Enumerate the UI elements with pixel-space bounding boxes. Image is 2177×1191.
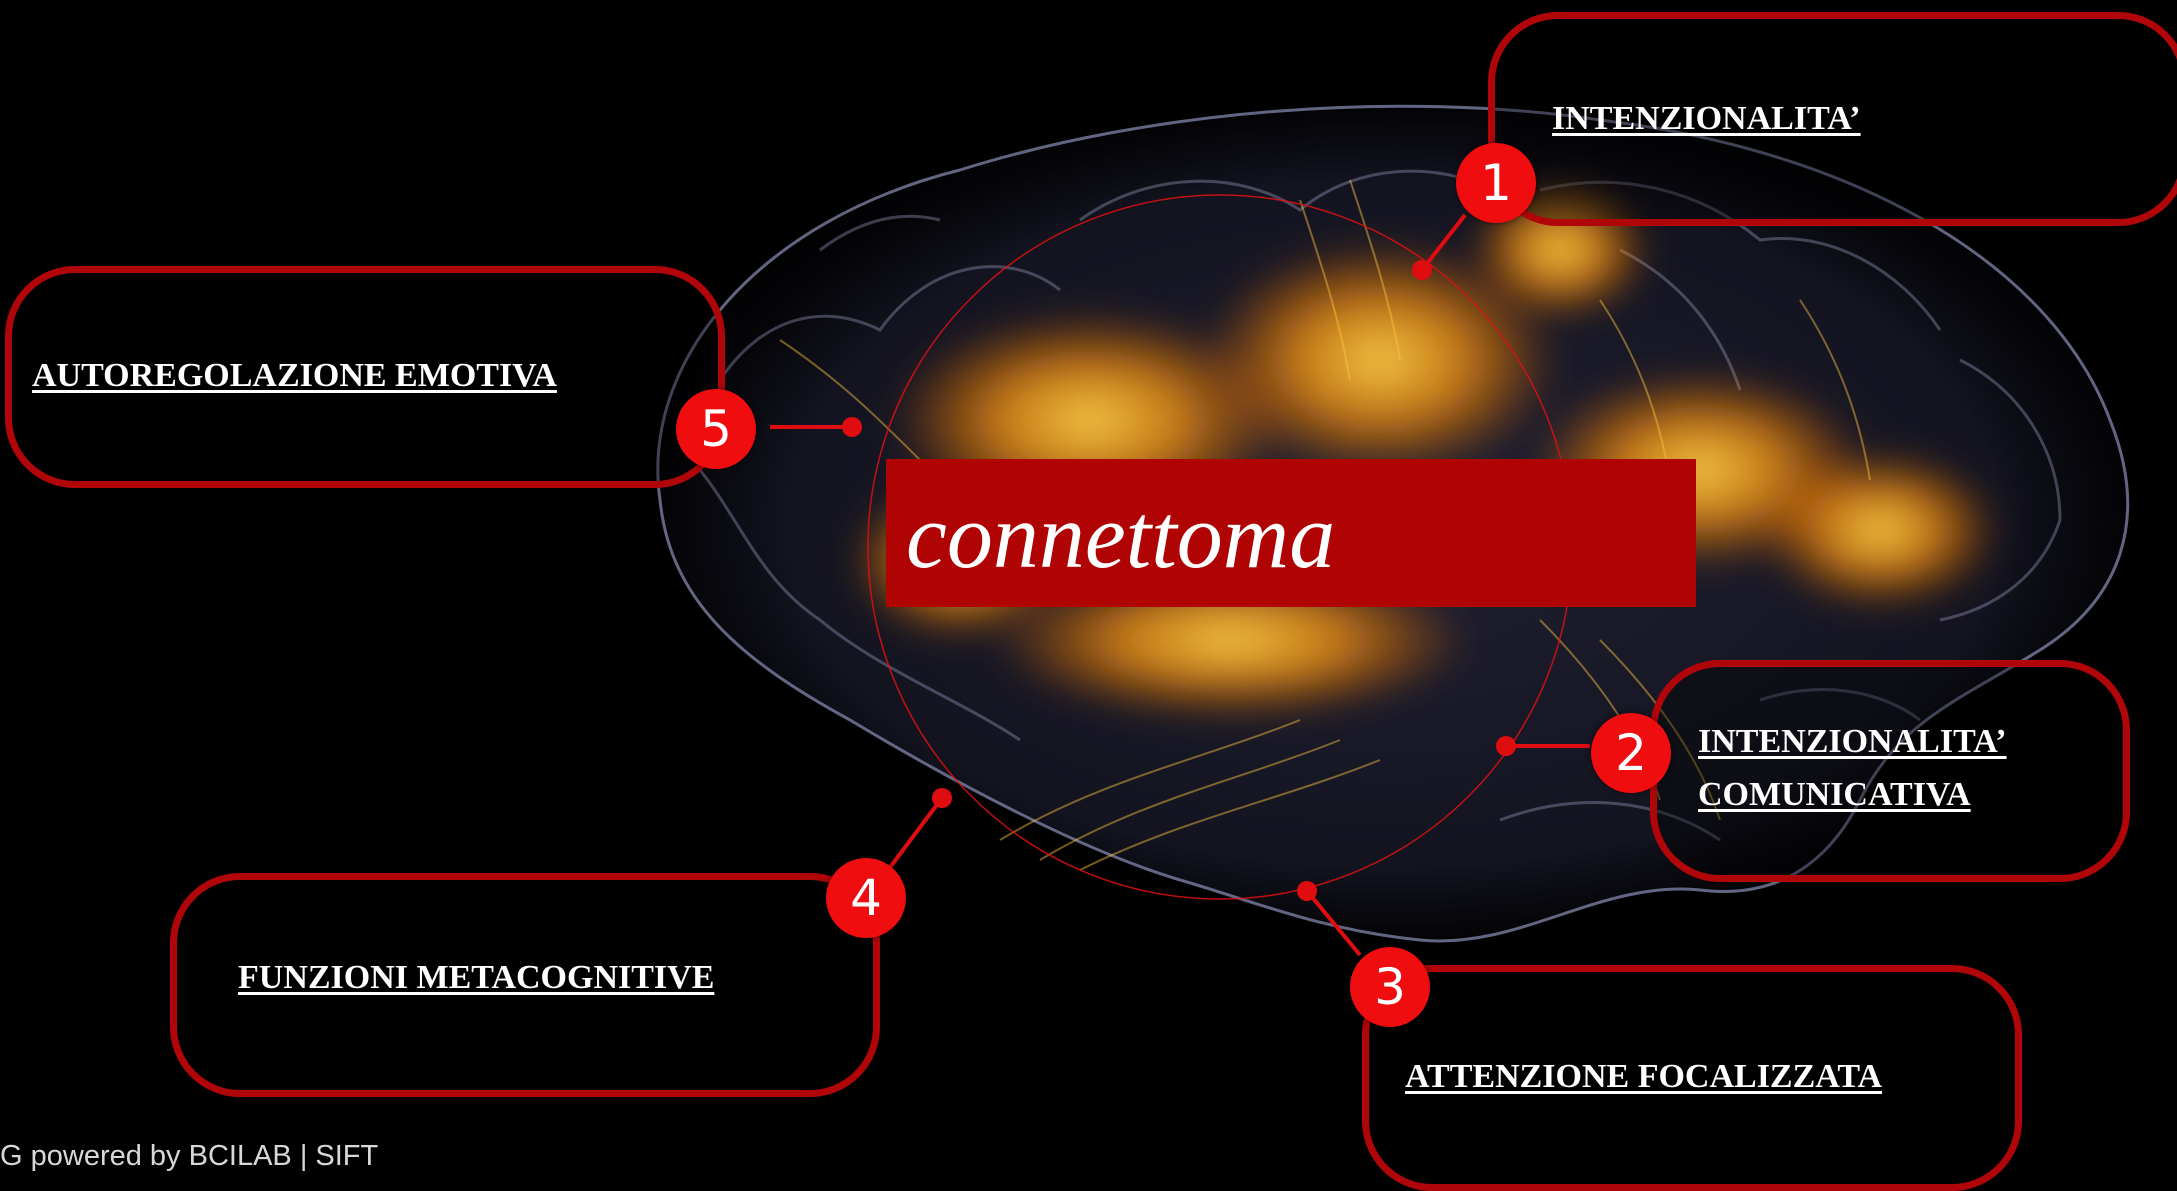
- node-badge-1: 1: [1456, 143, 1536, 223]
- node-label-3[interactable]: ATTENZIONE FOCALIZZATA: [1405, 1057, 1882, 1098]
- node-badge-3: 3: [1350, 947, 1430, 1027]
- footer-credit: G powered by BCILAB | SIFT: [0, 1140, 378, 1173]
- node-label-2-line1[interactable]: INTENZIONALITA’: [1698, 722, 2007, 763]
- node-badge-4: 4: [826, 858, 906, 938]
- node-label-1[interactable]: INTENZIONALITA’: [1552, 99, 1861, 140]
- node-label-4[interactable]: FUNZIONI METACOGNITIVE: [238, 958, 714, 999]
- node-label-2-line2[interactable]: COMUNICATIVA: [1698, 775, 1971, 816]
- center-title: connettoma: [906, 490, 1335, 582]
- node-badge-2: 2: [1591, 713, 1671, 793]
- node-label-5[interactable]: AUTOREGOLAZIONE EMOTIVA: [32, 356, 557, 397]
- node-badge-5: 5: [676, 389, 756, 469]
- node-frame-2: [1650, 660, 2130, 882]
